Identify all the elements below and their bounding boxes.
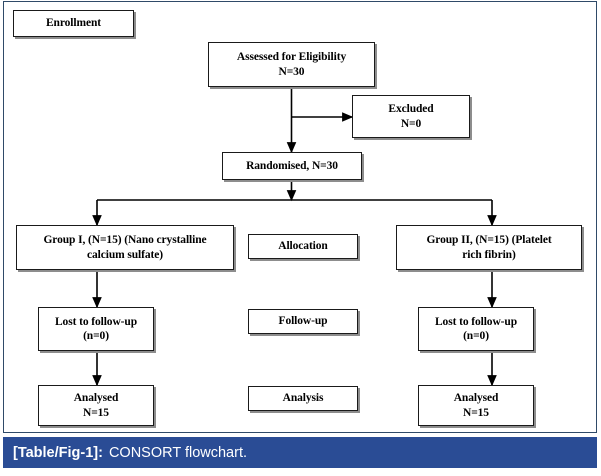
node-excluded: Excluded N=0 [352, 95, 470, 138]
node-lost1-line2: (n=0) [83, 330, 109, 342]
node-group-1-line2: calcium sulfate) [86, 248, 163, 261]
stage-box-enrollment: Enrollment [13, 10, 134, 37]
figure-caption-label: [Table/Fig-1]: [13, 444, 103, 461]
node-group-1-line1: Group I, (N=15) (Nano crystalline [43, 234, 207, 247]
stage-box-followup: Follow-up [248, 309, 358, 334]
node-group-2-line2: rich fibrin) [462, 248, 516, 261]
figure-caption-bar: [Table/Fig-1]: CONSORT flowchart. [3, 437, 597, 468]
node-analysed2-line2: N=15 [463, 406, 489, 419]
node-lost-to-followup-group-1: Lost to follow-up (n=0) [38, 307, 154, 351]
stage-box-analysis: Analysis [248, 386, 358, 411]
stage-label-allocation: Allocation [278, 240, 328, 253]
node-analysed-group-2: Analysed N=15 [418, 385, 534, 426]
node-analysed1-line2: N=15 [83, 406, 109, 419]
node-assessed-line2: N=30 [278, 65, 305, 78]
figure-caption-text: CONSORT flowchart. [108, 444, 248, 461]
node-lost1-line1: Lost to follow-up [54, 315, 137, 328]
node-group-2-line1: Group II, (N=15) (Platelet [426, 234, 552, 247]
stage-label-followup: Follow-up [278, 315, 328, 328]
flowchart-connectors [92, 87, 497, 387]
node-excluded-line2: N=0 [400, 117, 422, 130]
node-assessed-for-eligibility: Assessed for Eligibility N=30 [208, 42, 375, 87]
node-lost2-line1: Lost to follow-up [434, 315, 517, 328]
node-group-2: Group II, (N=15) (Platelet rich fibrin) [396, 225, 582, 270]
node-excluded-line1: Excluded [388, 103, 434, 116]
node-assessed-line1: Assessed for Eligibility [236, 51, 347, 64]
node-lost2-line2: (n=0) [463, 330, 489, 342]
node-group-1: Group I, (N=15) (Nano crystalline calciu… [16, 225, 234, 270]
stage-label-enrollment: Enrollment [45, 17, 101, 30]
node-analysed2-line1: Analysed [453, 392, 499, 405]
stage-label-analysis: Analysis [282, 392, 324, 405]
node-analysed1-line1: Analysed [73, 392, 119, 405]
stage-box-allocation: Allocation [248, 234, 358, 259]
node-randomised: Randomised, N=30 [222, 152, 362, 180]
node-randomised-line1: Randomised, N=30 [246, 159, 338, 172]
node-lost-to-followup-group-2: Lost to follow-up (n=0) [418, 307, 534, 351]
node-analysed-group-1: Analysed N=15 [38, 385, 154, 426]
